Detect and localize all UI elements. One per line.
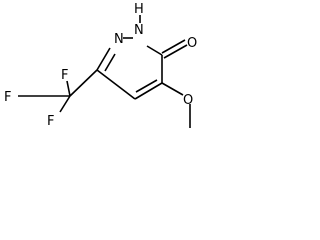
- atom-n2: N: [134, 23, 144, 38]
- bond-cf3-f-top: [66, 80, 71, 97]
- atom-o-methoxy: O: [183, 93, 193, 108]
- atom-n1: N: [114, 32, 124, 47]
- atom-f-left: F: [4, 90, 11, 105]
- bond-c4-c5-inner: [135, 79, 158, 93]
- atom-o-carbonyl: O: [187, 36, 197, 51]
- bond-c3-o-a: [161, 39, 186, 54]
- atom-h: H: [134, 2, 144, 17]
- bond-c3-o-b: [163, 44, 188, 59]
- bond-cf3-f-bottom: [59, 95, 71, 113]
- bond-c6-n1-inner: [104, 53, 116, 72]
- bond-c4-c5: [134, 82, 163, 100]
- bond-c5-c6: [96, 69, 136, 100]
- bond-c4-o: [161, 82, 184, 96]
- atom-f-bottom: F: [47, 114, 54, 129]
- bond-n2-c3: [146, 45, 163, 56]
- molecule-diagram: N N H O O F F F: [4, 2, 197, 129]
- atom-f-top: F: [61, 68, 68, 83]
- bond-c6-cf3: [69, 69, 98, 97]
- bond-c6-n1: [96, 47, 111, 71]
